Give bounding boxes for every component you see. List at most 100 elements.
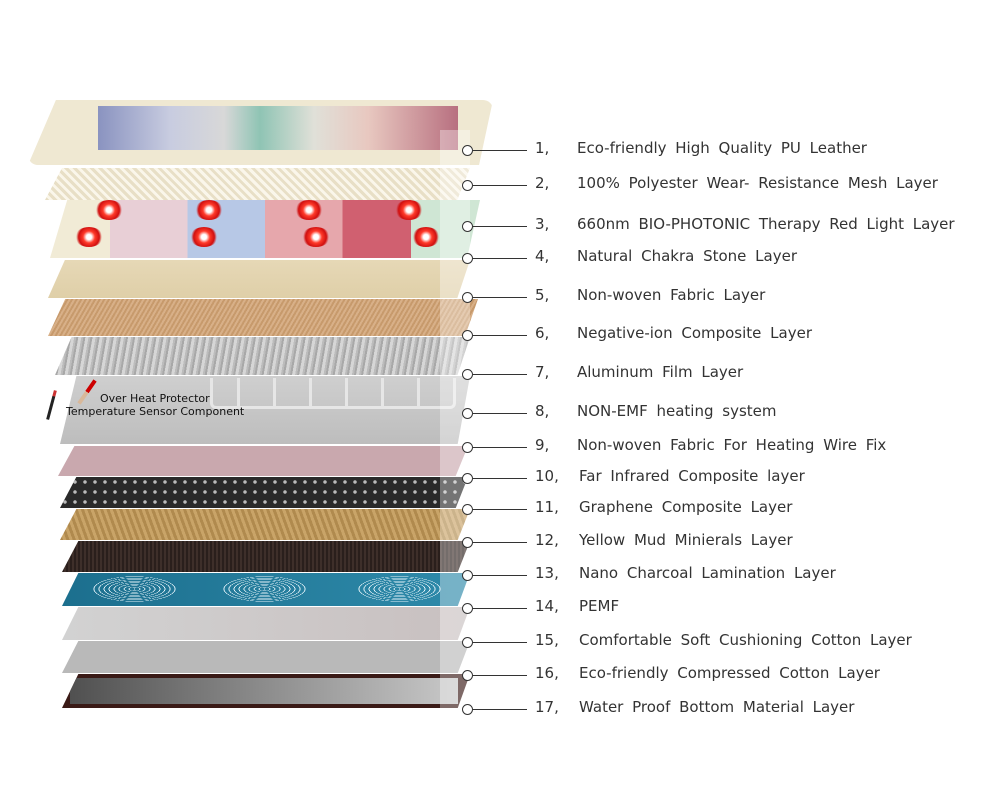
pemf-layer <box>62 573 470 606</box>
compressed-cotton-layer <box>62 641 470 673</box>
highlight-strip <box>440 130 470 710</box>
red-light-icon <box>302 227 330 247</box>
waterproof-bottom-layer <box>62 674 470 708</box>
layer-number: 4, <box>535 247 550 265</box>
layer-number: 15, <box>535 631 559 649</box>
temperature-sensor-label: Temperature Sensor Component <box>66 405 245 418</box>
layer-label: Negative-ion Composite Layer <box>577 324 812 342</box>
callout-dot-icon <box>462 704 473 715</box>
layer-label: Water Proof Bottom Material Layer <box>579 698 855 716</box>
aluminum-layer <box>55 337 470 375</box>
layer-label: 100% Polyester Wear- Resistance Mesh Lay… <box>577 174 938 192</box>
sensor-wire-icon <box>46 390 57 420</box>
far-infrared-layer <box>58 446 468 476</box>
callout-line <box>473 478 527 479</box>
callout-dot-icon <box>462 473 473 484</box>
layer-label: Yellow Mud Minierals Layer <box>579 531 793 549</box>
layer-label: Comfortable Soft Cushioning Cotton Layer <box>579 631 912 649</box>
callout-line <box>473 575 527 576</box>
callout-dot-icon <box>462 330 473 341</box>
graphene-layer <box>60 477 468 508</box>
layer-number: 2, <box>535 174 550 192</box>
red-light-icon <box>412 227 440 247</box>
layer-number: 6, <box>535 324 550 342</box>
red-light-icon <box>75 227 103 247</box>
callout-dot-icon <box>462 537 473 548</box>
layer-label: Non-woven Fabric Layer <box>577 286 766 304</box>
layer-label: Eco-friendly Compressed Cotton Layer <box>579 664 880 682</box>
layer-number: 9, <box>535 436 550 454</box>
layer-label: PEMF <box>579 597 620 615</box>
layer-number: 12, <box>535 531 559 549</box>
callout-line <box>473 642 527 643</box>
red-light-icon <box>190 227 218 247</box>
callout-line <box>473 374 527 375</box>
soft-cotton-layer <box>62 607 470 640</box>
layer-number: 5, <box>535 286 550 304</box>
pemf-coil-icon <box>222 576 307 602</box>
layer-number: 17, <box>535 698 559 716</box>
layer-number: 13, <box>535 564 559 582</box>
callout-dot-icon <box>462 504 473 515</box>
callout-dot-icon <box>462 603 473 614</box>
charcoal-layer <box>62 541 470 572</box>
callout-line <box>473 709 527 710</box>
callout-dot-icon <box>462 145 473 156</box>
callout-line <box>473 675 527 676</box>
callout-dot-icon <box>462 292 473 303</box>
layer-label: Far Infrared Composite layer <box>579 467 805 485</box>
layer-label: Graphene Composite Layer <box>579 498 793 516</box>
layer-number: 3, <box>535 215 550 233</box>
mesh-layer <box>45 168 470 200</box>
layer-label: 660nm BIO-PHOTONIC Therapy Red Light Lay… <box>577 215 955 233</box>
callout-line <box>473 297 527 298</box>
callout-dot-icon <box>462 221 473 232</box>
layer-number: 11, <box>535 498 559 516</box>
callout-line <box>473 226 527 227</box>
callout-line <box>473 150 527 151</box>
layer-label: Non-woven Fabric For Heating Wire Fix <box>577 436 887 454</box>
callout-line <box>473 447 527 448</box>
chakra-stone-layer <box>48 260 470 298</box>
heating-layer <box>60 376 470 444</box>
yellow-mud-layer <box>60 509 470 540</box>
red-light-icon <box>95 200 123 220</box>
layer-number: 8, <box>535 402 550 420</box>
callout-dot-icon <box>462 442 473 453</box>
callout-dot-icon <box>462 408 473 419</box>
bottom-surface <box>70 678 458 704</box>
callout-line <box>473 258 527 259</box>
callout-dot-icon <box>462 637 473 648</box>
layer-number: 10, <box>535 467 559 485</box>
callout-line <box>473 335 527 336</box>
layer-label: Eco-friendly High Quality PU Leather <box>577 139 867 157</box>
callout-dot-icon <box>462 670 473 681</box>
layer-number: 14, <box>535 597 559 615</box>
callout-line <box>473 542 527 543</box>
callout-dot-icon <box>462 369 473 380</box>
non-woven-fabric-layer <box>48 299 478 336</box>
callout-dot-icon <box>462 570 473 581</box>
red-light-layer <box>50 200 480 258</box>
red-light-icon <box>395 200 423 220</box>
pu-leather-layer <box>28 100 493 165</box>
callout-line <box>473 413 527 414</box>
heating-wire <box>210 378 456 409</box>
callout-line <box>473 608 527 609</box>
layer-label: Natural Chakra Stone Layer <box>577 247 797 265</box>
callout-dot-icon <box>462 180 473 191</box>
pemf-coil-icon <box>92 576 177 602</box>
layer-number: 16, <box>535 664 559 682</box>
leather-stone-strips <box>98 106 458 150</box>
layer-label: Nano Charcoal Lamination Layer <box>579 564 836 582</box>
pemf-coil-icon <box>357 576 442 602</box>
callout-dot-icon <box>462 253 473 264</box>
over-heat-protector-label: Over Heat Protector <box>100 392 210 405</box>
layer-label: Aluminum Film Layer <box>577 363 744 381</box>
callout-line <box>473 509 527 510</box>
red-light-icon <box>195 200 223 220</box>
layer-number: 1, <box>535 139 550 157</box>
layer-label: NON-EMF heating system <box>577 402 777 420</box>
callout-line <box>473 185 527 186</box>
red-light-icon <box>295 200 323 220</box>
